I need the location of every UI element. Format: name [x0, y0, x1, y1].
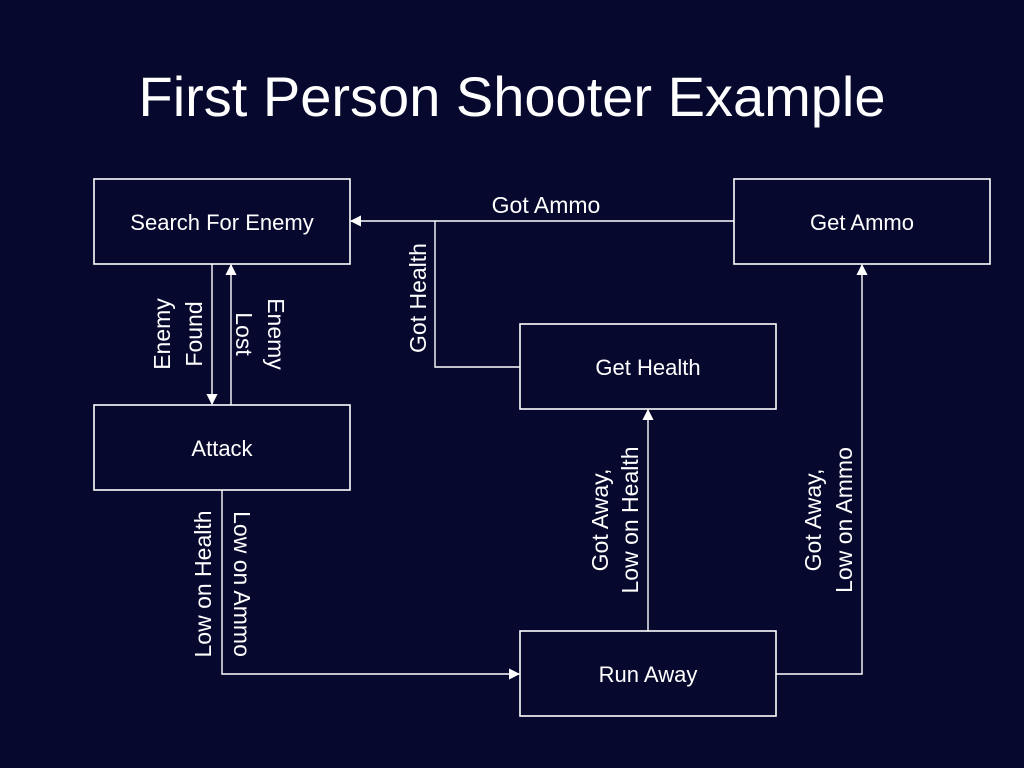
label-enemy-found-line-1: Enemy [149, 298, 175, 370]
state-get-ammo: Get Ammo [733, 178, 991, 265]
state-get-health: Get Health [519, 323, 777, 410]
state-search-for-enemy-label: Search For Enemy [130, 210, 313, 235]
label-enemy-found-line-2: Found [181, 301, 207, 366]
label-got-away-low-health-line-1: Got Away, [587, 469, 613, 572]
label-low-on-ammo: Low on Ammo [229, 511, 255, 657]
state-run-away: Run Away [519, 630, 777, 717]
state-attack: Attack [93, 404, 351, 491]
label-got-health: Got Health [405, 243, 431, 353]
edge-got-health [434, 221, 520, 368]
label-low-on-health: Low on Health [190, 510, 216, 657]
state-search-for-enemy: Search For Enemy [93, 178, 351, 265]
label-got-away-low-ammo-line-2: Low on Ammo [831, 447, 857, 593]
label-enemy-lost-line-1: Enemy [263, 298, 289, 370]
label-got-away-low-health-line-2: Low on Health [617, 446, 643, 593]
slide-title: First Person Shooter Example [138, 65, 886, 128]
label-enemy-lost-line-2: Lost [231, 312, 257, 356]
label-got-ammo: Got Ammo [492, 192, 601, 218]
state-get-health-label: Get Health [595, 355, 700, 380]
state-attack-label: Attack [191, 436, 253, 461]
edge-low-health-low-ammo [221, 490, 521, 680]
edge-got-away-low-ammo [776, 263, 868, 675]
state-get-ammo-label: Get Ammo [810, 210, 914, 235]
state-run-away-label: Run Away [599, 662, 698, 687]
label-got-away-low-ammo-line-1: Got Away, [800, 469, 826, 572]
